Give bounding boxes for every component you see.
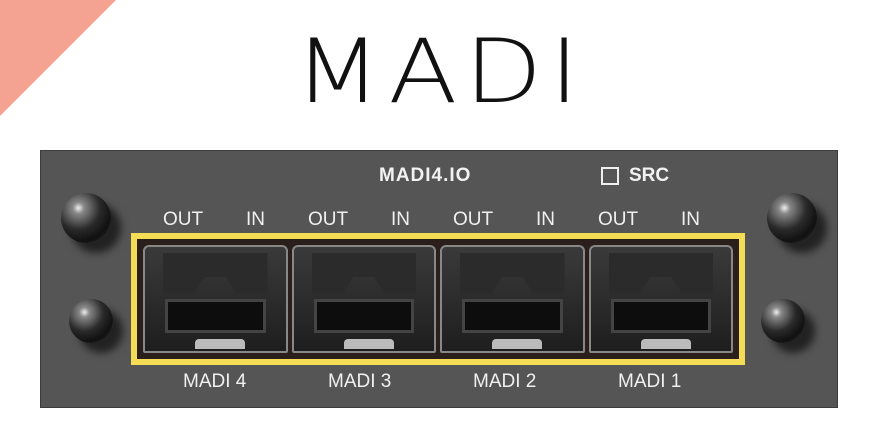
model-label: MADI4.IO (379, 165, 472, 186)
port-in-label: IN (391, 209, 410, 230)
port-out-label: OUT (453, 209, 494, 230)
port-out-label: OUT (598, 209, 639, 230)
screw-icon (69, 299, 113, 343)
port-in-label: IN (681, 209, 700, 230)
port-in-label: IN (246, 209, 265, 230)
src-label: SRC (629, 165, 670, 186)
port-name-label: MADI 4 (183, 371, 247, 392)
sfp-port-madi-3[interactable] (291, 245, 436, 353)
screw-icon (767, 193, 817, 243)
sfp-port-madi-4[interactable] (143, 245, 288, 353)
src-checkbox-icon (601, 167, 619, 185)
port-name-label: MADI 1 (618, 371, 682, 392)
port-in-label: IN (536, 209, 555, 230)
corner-accent (0, 0, 116, 116)
screw-icon (61, 193, 111, 243)
port-out-label: OUT (163, 209, 204, 230)
sfp-port-madi-1[interactable] (588, 245, 733, 353)
port-name-label: MADI 3 (328, 371, 392, 392)
sfp-port-madi-2[interactable] (440, 245, 585, 353)
src-indicator: SRC (601, 165, 669, 187)
sfp-highlight-frame (131, 233, 745, 365)
madi-io-panel: MADI4.IO SRC OUT IN OUT IN OUT IN OUT IN… (40, 150, 838, 408)
screw-icon (761, 299, 805, 343)
page-title: MADI (294, 20, 586, 123)
port-out-label: OUT (308, 209, 349, 230)
port-name-label: MADI 2 (473, 371, 537, 392)
